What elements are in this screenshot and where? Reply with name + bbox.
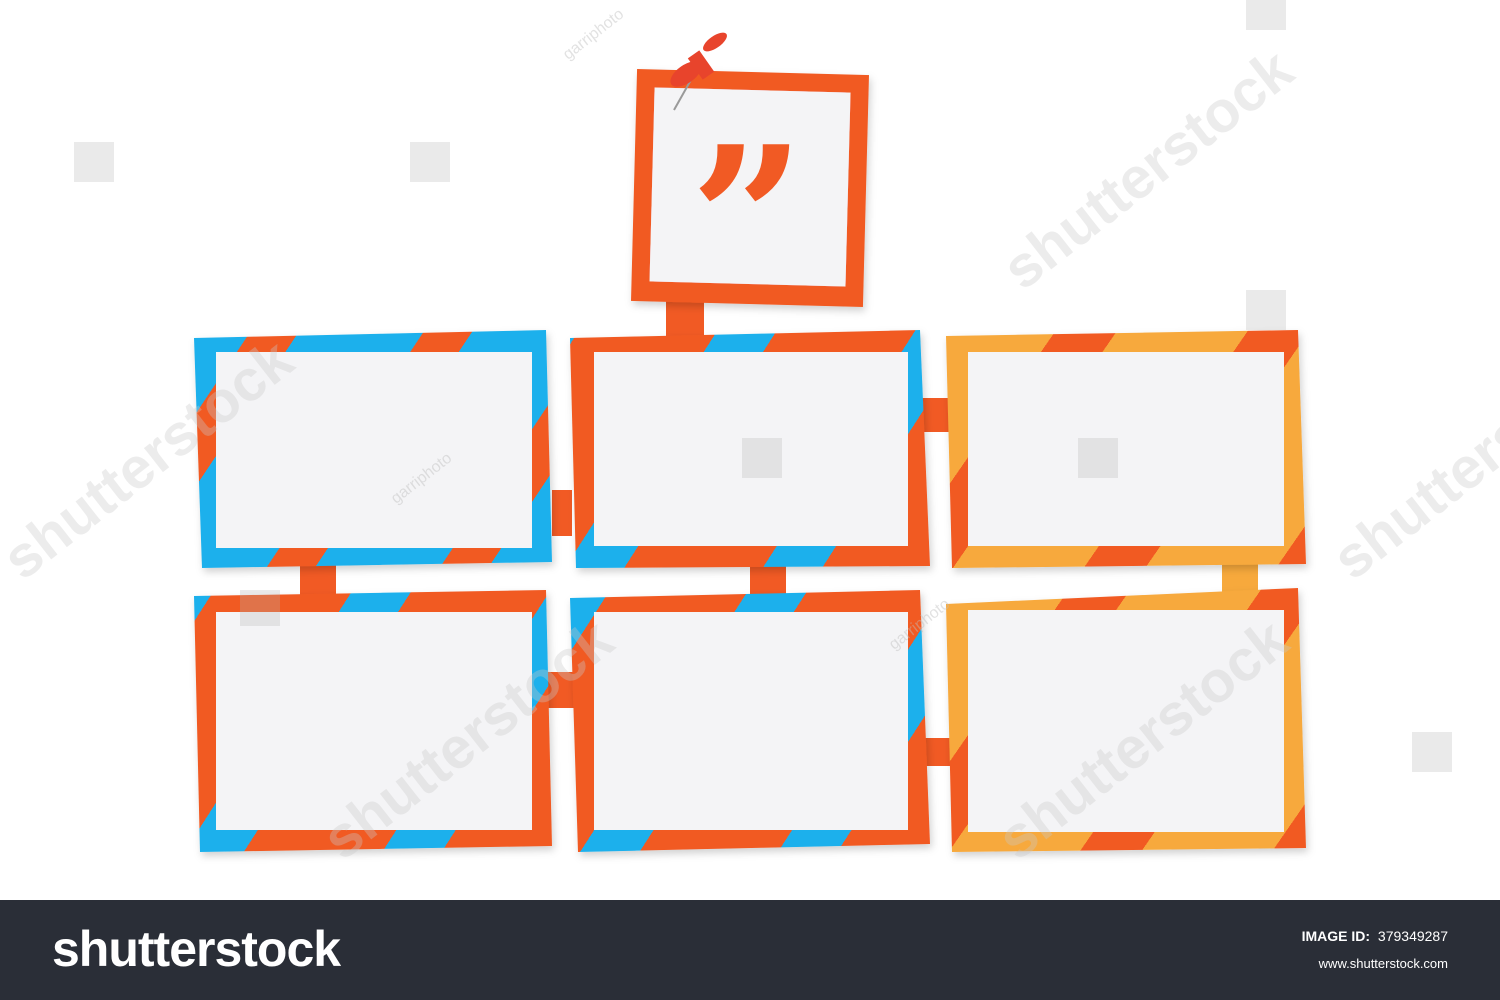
frame-row1-left [194, 330, 552, 568]
frame-row2-left [194, 590, 552, 852]
quote-note [631, 69, 869, 307]
image-id-line: IMAGE ID: 379349287 [1302, 928, 1448, 944]
watermark-logo-marks [74, 0, 1452, 772]
site-url[interactable]: www.shutterstock.com [1318, 956, 1448, 971]
image-id-value: 379349287 [1377, 928, 1448, 944]
frame-row2-right [946, 588, 1306, 852]
stock-footer-bar: shutterstock IMAGE ID: 379349287 www.shu… [0, 900, 1500, 1000]
connector-top-stem [666, 296, 704, 342]
infographic-canvas: ” [74, 0, 1452, 852]
image-meta: IMAGE ID: 379349287 www.shutterstock.com [1302, 928, 1448, 971]
frame-row1-right [946, 330, 1306, 568]
frame-row1-middle [570, 330, 930, 568]
image-id-label: IMAGE ID: [1301, 928, 1371, 944]
frame-row2-middle [570, 590, 930, 852]
brand-logo: shutterstock [52, 921, 341, 977]
quote-mark-icon: ” [690, 103, 805, 338]
push-pin-icon [670, 32, 727, 111]
connector-row1-left-mid [552, 490, 572, 536]
connector-row2-mid-right [922, 738, 954, 766]
